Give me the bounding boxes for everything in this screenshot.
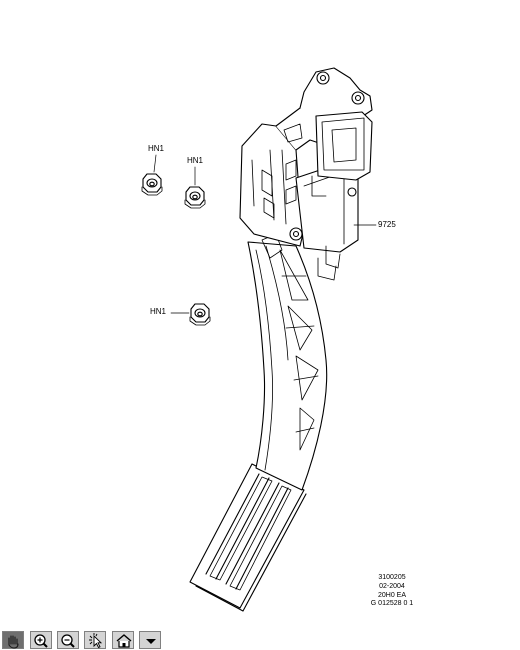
callout-label-9725: 9725 [378,220,396,229]
callout-label-hn1-top-left: HN1 [148,144,165,153]
leader-lines [153,154,377,314]
hex-nut-3 [189,303,211,326]
reference-code-block: 3100205 02-2004 20H0 EA G 012528 0 1 [358,574,426,609]
pan-hand-icon [8,635,19,649]
dropdown-button[interactable] [139,631,161,649]
zoom-in-icon [34,634,48,648]
select-button[interactable] [84,631,106,649]
viewer-toolbar [0,630,520,650]
hex-nut-1 [141,173,163,196]
hex-nut-2 [184,186,206,209]
pedal-pad [189,463,307,612]
callout-label-hn1-middle: HN1 [150,307,167,316]
zoom-in-button[interactable] [30,631,52,649]
pedal-arm [247,233,328,491]
reference-code-line-2: 02-2004 [379,582,405,590]
reference-code-line-3: 20H0 EA [377,591,407,599]
home-icon [116,634,132,648]
zoom-out-icon [61,634,75,648]
pedal-position-sensor [295,111,373,281]
accelerator-pedal-diagram [141,67,377,612]
reference-code-line-1: 3100205 [378,574,406,581]
zoom-out-button[interactable] [57,631,79,649]
home-button[interactable] [112,631,134,649]
dropdown-arrow-icon [146,639,156,644]
pan-button[interactable] [2,631,24,649]
select-pointer-icon [89,633,103,649]
callout-label-hn1-top-right: HN1 [187,156,204,165]
reference-code-line-4: G 012528 0 1 [370,600,414,608]
